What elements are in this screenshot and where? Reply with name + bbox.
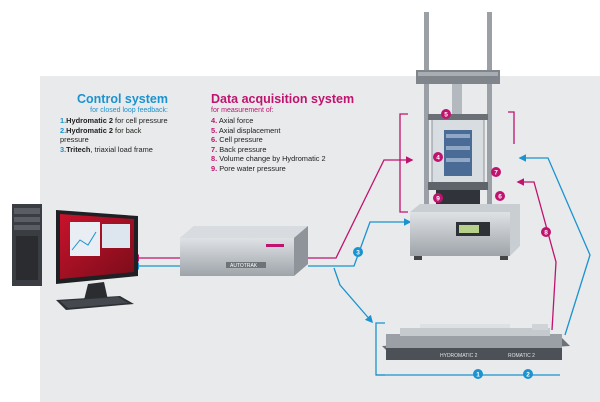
data-acquisition-subtitle: for measurement of: <box>211 107 274 114</box>
svg-text:3: 3 <box>356 250 360 257</box>
badge-6: 6 <box>495 191 505 201</box>
link-hydromatic-frame-mag <box>516 178 557 331</box>
control-item-1: 1.Hydromatic 2 for cell pressure <box>60 116 168 125</box>
autotrak-unit <box>180 226 308 276</box>
badge-3: 3 <box>353 247 363 257</box>
svg-text:4: 4 <box>436 155 440 162</box>
daq-item-5: 5. Axial displacement <box>211 125 281 135</box>
daq-item-4: 4. Axial force <box>211 116 254 125</box>
control-system-subtitle: for closed loop feedback: <box>90 107 168 114</box>
badge-2: 2 <box>523 369 533 379</box>
svg-text:8: 8 <box>544 230 548 237</box>
badge-4: 4 <box>433 152 443 162</box>
hydromatic-pumps <box>382 324 570 360</box>
control-item-3: 3.Tritech, triaxial load frame <box>60 144 153 154</box>
control-system-legend: Control system for closed loop feedback:… <box>60 92 168 154</box>
hydromatic-bracket <box>375 322 385 376</box>
daq-item-9: 9. Pore water pressure <box>211 163 286 173</box>
link-control-hydromatic <box>333 267 374 324</box>
badge-1: 1 <box>473 369 483 379</box>
hydromatic-label-a: HYDROMATIC 2 <box>440 353 478 359</box>
badge-9: 9 <box>433 193 443 203</box>
frame-bracket-left <box>399 113 408 213</box>
data-acquisition-title: Data acquisition system <box>211 92 355 106</box>
autotrak-label: AUTOTRAK <box>230 263 258 269</box>
control-system-title: Control system <box>77 92 168 106</box>
svg-text:6: 6 <box>498 194 502 201</box>
link-daq-frame <box>308 156 414 259</box>
link-hydromatic-frame-blue <box>518 154 591 336</box>
badge-7: 7 <box>491 167 501 177</box>
frame-bracket-right <box>508 111 515 144</box>
hydromatic-label-b: ROMATIC 2 <box>508 353 535 359</box>
computer-workstation <box>12 204 138 310</box>
daq-item-8: 8. Volume change by Hydromatic 2 <box>211 154 326 164</box>
daq-item-7: 7. Back pressure <box>211 144 267 154</box>
badge-5: 5 <box>441 109 451 119</box>
svg-text:1: 1 <box>476 372 480 379</box>
link-control-frame <box>308 218 412 267</box>
svg-text:5: 5 <box>444 112 448 119</box>
daq-item-6: 6. Cell pressure <box>211 135 263 145</box>
connection-lines <box>131 111 591 376</box>
triaxial-load-frame <box>410 12 520 260</box>
data-acquisition-legend: Data acquisition system for measurement … <box>211 92 361 174</box>
svg-text:9: 9 <box>436 196 440 203</box>
control-item-2: 2.Hydromatic 2 for back pressure <box>60 125 142 145</box>
svg-text:2: 2 <box>526 372 530 379</box>
badge-8: 8 <box>541 227 551 237</box>
svg-text:7: 7 <box>494 170 498 177</box>
